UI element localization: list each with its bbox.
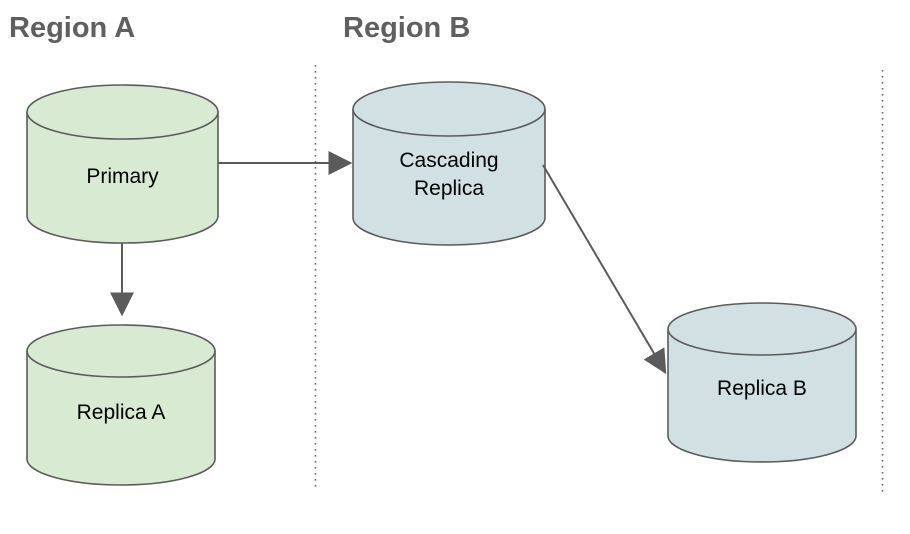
db-replica-b-top xyxy=(667,302,857,356)
arrow-cascading-replica-to-replica-b xyxy=(542,164,667,375)
db-replica-a xyxy=(26,324,216,486)
region-b-label: Region B xyxy=(343,12,471,44)
db-primary-top xyxy=(26,84,219,140)
db-cascading-replica-body xyxy=(352,109,546,246)
db-replica-a-label: Replica A xyxy=(76,401,166,424)
region-a-label: Region A xyxy=(9,12,136,44)
db-replica-b xyxy=(667,302,857,463)
db-replica-a-top xyxy=(26,324,216,378)
db-primary-body xyxy=(26,112,219,244)
db-primary xyxy=(26,84,219,244)
db-replica-b-label: Replica B xyxy=(717,377,807,400)
db-cascading-replica-label: Cascading Replica xyxy=(399,149,499,200)
db-primary-label: Primary xyxy=(86,165,159,188)
db-cascading-replica-top xyxy=(352,81,546,137)
db-cascading-replica xyxy=(352,81,546,246)
db-replica-b-body xyxy=(667,329,857,463)
db-replica-a-body xyxy=(26,351,216,486)
